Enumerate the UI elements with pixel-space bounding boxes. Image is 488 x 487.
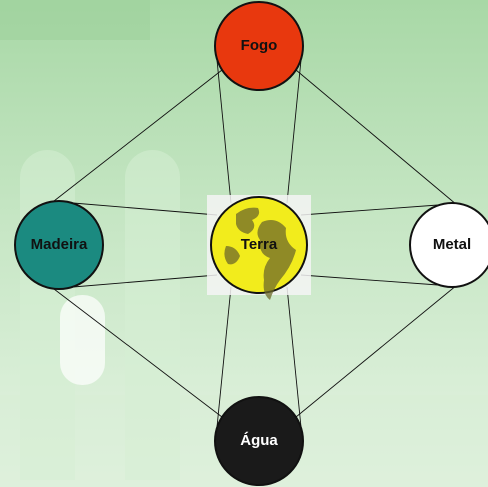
nodes [14,1,488,486]
node-agua-circle [214,396,304,486]
background-shape [0,0,150,40]
node-terra-label: Terra [240,236,278,253]
edge-metal-agua [295,284,458,418]
node-agua-label: Água [240,432,278,449]
node-fogo-label: Fogo [240,37,278,54]
node-metal-label: Metal [432,236,472,253]
edge-fogo-terra-left [216,59,232,204]
node-madeira-label: Madeira [30,236,88,253]
edges [53,59,458,428]
edge-agua-terra-right [286,286,302,428]
edge-agua-terra-left [216,286,232,428]
globe-icon [224,207,296,300]
background-shape [60,295,105,385]
edge-metal-terra-bottom [300,274,439,286]
edge-madeira-agua [53,288,223,418]
edge-fogo-madeira [53,69,223,202]
edge-madeira-terra-bottom [72,274,218,288]
edge-madeira-terra-top [72,202,218,216]
edge-fogo-terra-right [286,59,302,204]
edge-metal-terra-top [300,204,439,216]
background-shape [125,150,180,480]
edge-fogo-metal [295,69,458,206]
node-fogo-circle [214,1,304,91]
node-metal-circle [409,202,488,288]
node-madeira-circle [14,200,104,290]
